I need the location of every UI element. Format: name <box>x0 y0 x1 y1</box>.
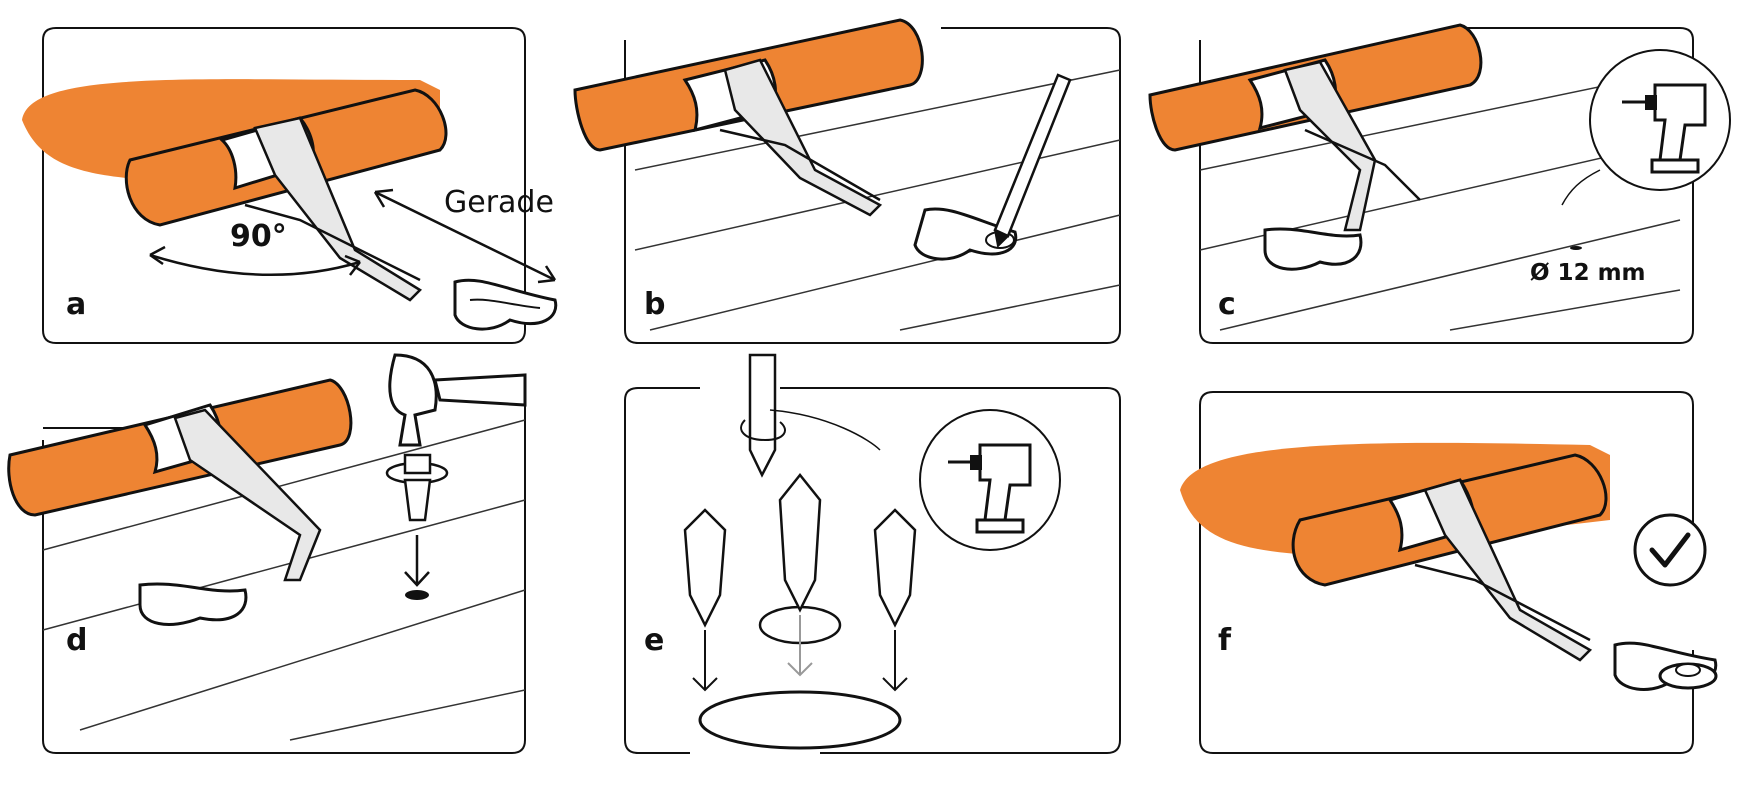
step-letter-b: b <box>644 287 666 322</box>
step-letter-a: a <box>66 287 87 322</box>
step-b-panel: b <box>573 0 1160 360</box>
drill-icon <box>948 443 1032 534</box>
screwdriver-bit-icon <box>740 353 786 478</box>
anchor-icon <box>385 453 449 522</box>
step-a-panel: 90° Gerade a <box>0 0 580 360</box>
drill-icon <box>1622 83 1707 174</box>
hammer-icon <box>388 353 527 447</box>
step-c-illustration <box>1148 23 1731 344</box>
screw-icon <box>683 472 917 628</box>
step-d-illustration <box>7 353 527 754</box>
angle-label: 90° <box>230 219 287 254</box>
step-letter-f: f <box>1218 623 1232 658</box>
step-b-illustration <box>573 18 1121 344</box>
step-letter-d: d <box>66 623 88 658</box>
step-f-panel: f <box>1160 360 1753 793</box>
pencil-icon <box>993 73 1072 249</box>
hole-diameter-label: Ø 12 mm <box>1530 260 1646 286</box>
step-a-illustration <box>22 27 558 344</box>
step-f-illustration <box>1180 391 1718 754</box>
step-e-panel: e <box>580 353 1160 793</box>
step-letter-c: c <box>1218 287 1236 322</box>
step-c-panel: Ø 12 mm c <box>1148 0 1753 360</box>
step-e-illustration <box>624 353 1121 754</box>
checkmark-icon <box>1633 513 1707 587</box>
straight-label: Gerade <box>444 185 554 220</box>
step-d-panel: d <box>0 353 580 793</box>
step-letter-e: e <box>644 623 665 658</box>
